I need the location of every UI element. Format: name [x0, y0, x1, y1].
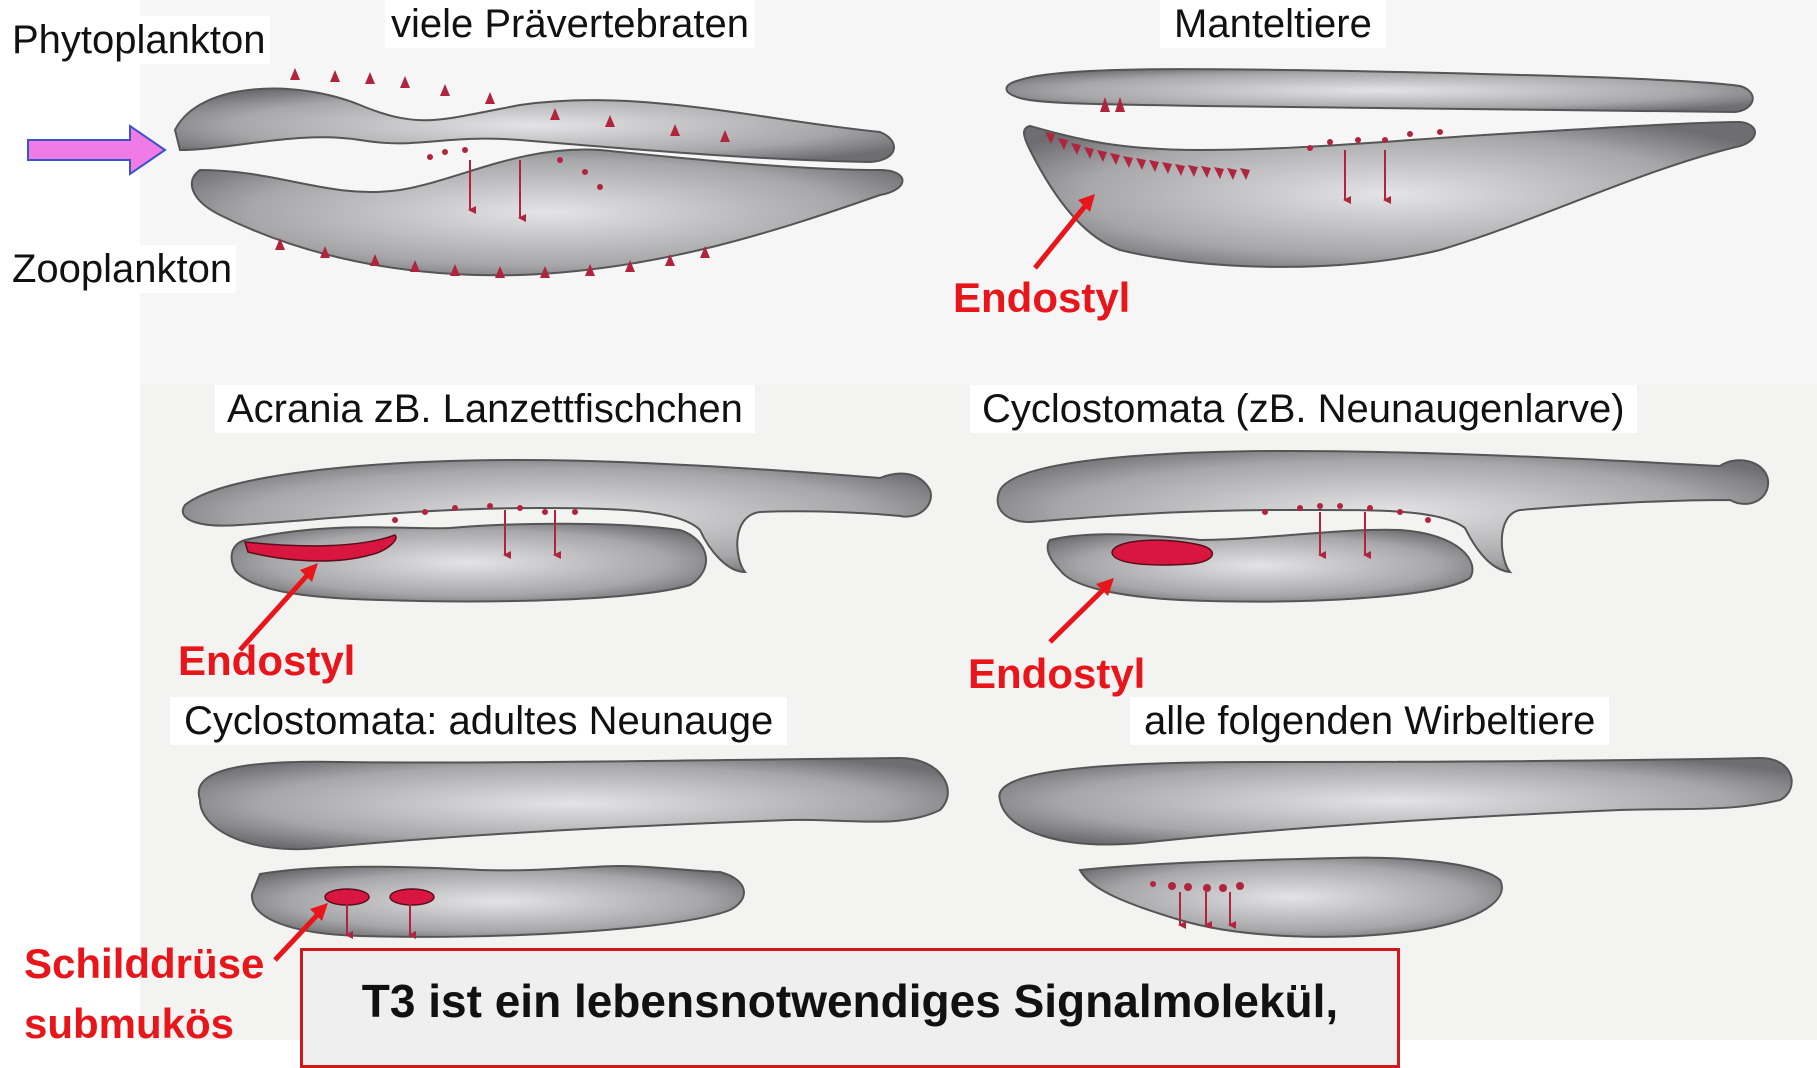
label-endostyl-cyclostomata-larve: Endostyl	[968, 650, 1145, 698]
title-acrania: Acrania zB. Lanzettfischchen	[215, 385, 755, 433]
label-submukoes: submukös	[24, 1000, 234, 1048]
diagram-art	[0, 0, 1817, 1040]
label-endostyl-acrania: Endostyl	[178, 637, 355, 685]
title-wirbeltiere: alle folgenden Wirbeltiere	[1130, 697, 1609, 745]
cyclostomata-larve-endostyl	[1112, 540, 1212, 565]
title-cyclostomata-larve: Cyclostomata (zB. Neunaugenlarve)	[970, 385, 1637, 433]
label-phytoplankton: Phytoplankton	[8, 16, 270, 64]
label-schilddruese: Schilddrüse	[24, 940, 264, 988]
label-endostyl-manteltiere: Endostyl	[953, 274, 1130, 322]
label-zooplankton: Zooplankton	[8, 245, 236, 293]
title-cyclostomata-adult: Cyclostomata: adultes Neunauge	[170, 697, 787, 745]
callout-line-1: T3 ist ein lebensnotwendiges Signalmolek…	[303, 973, 1397, 1029]
diagram: viele Prävertebraten Phytoplankton Zoopl…	[0, 0, 1817, 1040]
title-manteltiere: Manteltiere	[1160, 0, 1386, 48]
callout-box: T3 ist ein lebensnotwendiges Signalmolek…	[300, 948, 1400, 1068]
title-previertebraten: viele Prävertebraten	[385, 0, 755, 48]
